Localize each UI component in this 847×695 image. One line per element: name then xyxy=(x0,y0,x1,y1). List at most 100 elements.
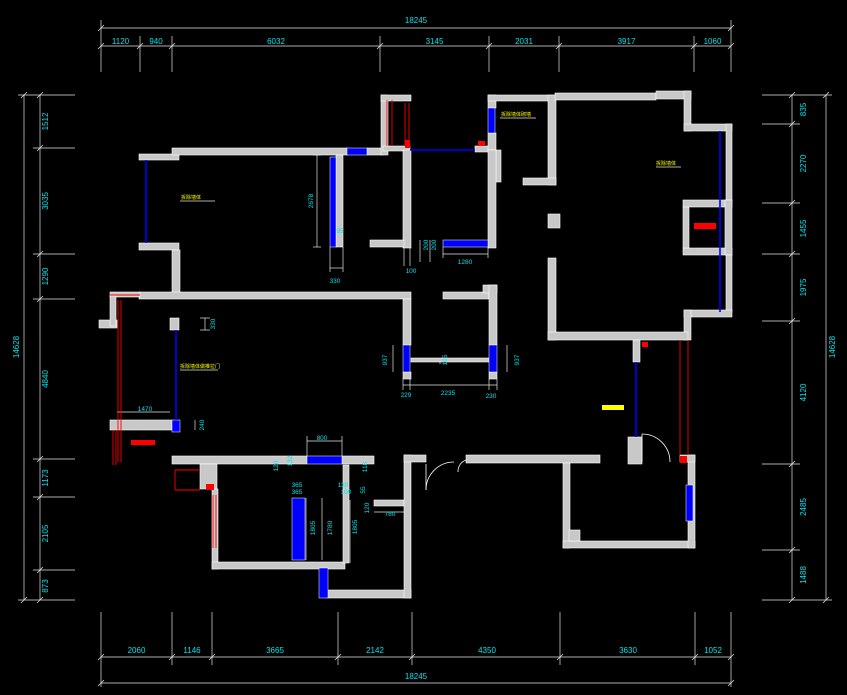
right-dimensions: 835 2270 1455 1975 4120 2485 1488 14628 xyxy=(799,102,837,584)
dim-bottom: 3665 xyxy=(266,646,284,655)
dimension-tick xyxy=(788,250,796,258)
dimension-tick xyxy=(691,653,699,661)
dim-interior: 105 xyxy=(442,354,449,365)
dimension-tick xyxy=(36,566,44,574)
window-glass xyxy=(346,147,368,156)
wall-segment xyxy=(109,419,173,431)
dimension-tick xyxy=(788,91,796,99)
dimension-tick xyxy=(136,42,144,50)
dim-overall-right: 14628 xyxy=(828,335,837,358)
dim-interior: 200 xyxy=(431,239,438,250)
note-label: 拆除墙体 xyxy=(181,194,201,201)
window-glass xyxy=(291,497,306,561)
wall-segment xyxy=(488,284,498,346)
dimension-tick xyxy=(485,42,493,50)
dimension-tick xyxy=(36,295,44,303)
wall-segment xyxy=(487,94,556,102)
dim-overall-bottom: 18245 xyxy=(405,672,428,681)
dim-interior: 100 xyxy=(341,489,352,496)
dimension-lines xyxy=(18,20,832,687)
wall-segment xyxy=(380,94,412,102)
wall-segment xyxy=(171,249,181,294)
dim-left: 3035 xyxy=(41,192,50,210)
dim-interior: 229 xyxy=(401,392,412,399)
dim-right: 1975 xyxy=(799,278,808,296)
dim-interior: 2678 xyxy=(308,193,315,208)
dimension-tick xyxy=(36,144,44,152)
wall-segment xyxy=(547,331,689,341)
dimension-tick xyxy=(690,42,698,50)
dim-interior: 100 xyxy=(406,268,417,275)
wall-segment xyxy=(547,94,557,186)
top-dimensions: 18245 1120 940 6032 3145 2031 3917 1060 xyxy=(112,16,722,46)
dim-left: 873 xyxy=(41,579,50,593)
wall-segment xyxy=(682,247,733,256)
wall-segment xyxy=(369,239,405,248)
window-glass xyxy=(685,484,694,522)
wall-segment xyxy=(366,147,384,156)
wall-segment xyxy=(627,436,643,465)
dimension-tick xyxy=(208,653,216,661)
demolition-marker xyxy=(206,484,214,490)
demolition-marker xyxy=(680,456,687,463)
dimension-tick xyxy=(168,42,176,50)
window-glass xyxy=(442,239,489,248)
dimension-tick xyxy=(20,91,28,99)
dim-interior: 780 xyxy=(385,511,396,518)
dimension-tick xyxy=(788,460,796,468)
dimension-tick xyxy=(36,493,44,501)
wall-segment xyxy=(403,454,427,463)
wall-segment xyxy=(522,177,557,186)
dim-overall-top: 18245 xyxy=(405,16,428,25)
dim-interior: 800 xyxy=(317,435,328,442)
wall-segment xyxy=(98,319,118,329)
dim-right: 1488 xyxy=(799,566,808,584)
dim-top: 1120 xyxy=(112,37,130,46)
dim-left: 1512 xyxy=(41,112,50,130)
wall-segment xyxy=(442,291,490,300)
dimension-tick xyxy=(555,42,563,50)
doors xyxy=(425,433,671,491)
dim-right: 835 xyxy=(799,102,808,116)
dimension-tick xyxy=(36,250,44,258)
wall-segment xyxy=(342,464,350,564)
demolition-marker xyxy=(694,223,716,229)
wall-segment xyxy=(547,257,557,341)
wall-segment xyxy=(725,123,733,203)
window-glass xyxy=(171,419,181,433)
dimension-tick xyxy=(727,653,735,661)
wall-segment xyxy=(109,295,117,327)
wall-segment xyxy=(171,147,349,156)
door-swing-arc xyxy=(641,433,671,463)
wall-segment xyxy=(138,291,412,300)
door-swing-arc xyxy=(457,459,467,473)
note-label: 拆除墙体砌墙 xyxy=(501,111,531,118)
dimension-tick xyxy=(727,42,735,50)
wall-segment xyxy=(632,339,641,363)
wall-segment xyxy=(725,254,733,313)
demolition-marker xyxy=(478,141,485,146)
dimension-tick xyxy=(408,653,416,661)
wall-segment xyxy=(402,371,412,380)
dim-left: 1290 xyxy=(41,267,50,285)
dim-left: 2105 xyxy=(41,524,50,542)
dimension-tick xyxy=(97,42,105,50)
windows xyxy=(145,107,721,599)
dimension-tick xyxy=(788,596,796,604)
dimension-tick xyxy=(822,596,830,604)
wall-segment xyxy=(487,149,497,249)
dim-bottom: 2060 xyxy=(128,646,146,655)
dimension-tick xyxy=(20,596,28,604)
dimension-tick xyxy=(334,653,342,661)
dimension-tick xyxy=(97,653,105,661)
dim-interior: 240 xyxy=(199,419,206,430)
dimension-tick xyxy=(556,653,564,661)
dim-right: 2270 xyxy=(799,154,808,172)
window-glass xyxy=(306,455,343,465)
dim-top: 3917 xyxy=(618,37,636,46)
left-dimensions: 14628 1512 3035 1290 4840 1173 2105 873 xyxy=(12,112,50,593)
dim-right: 2485 xyxy=(799,498,808,516)
interior-dimensions: 2678 95 330 100 200 200 1280 330 937 105… xyxy=(138,193,521,535)
dim-bottom: 1052 xyxy=(704,646,722,655)
